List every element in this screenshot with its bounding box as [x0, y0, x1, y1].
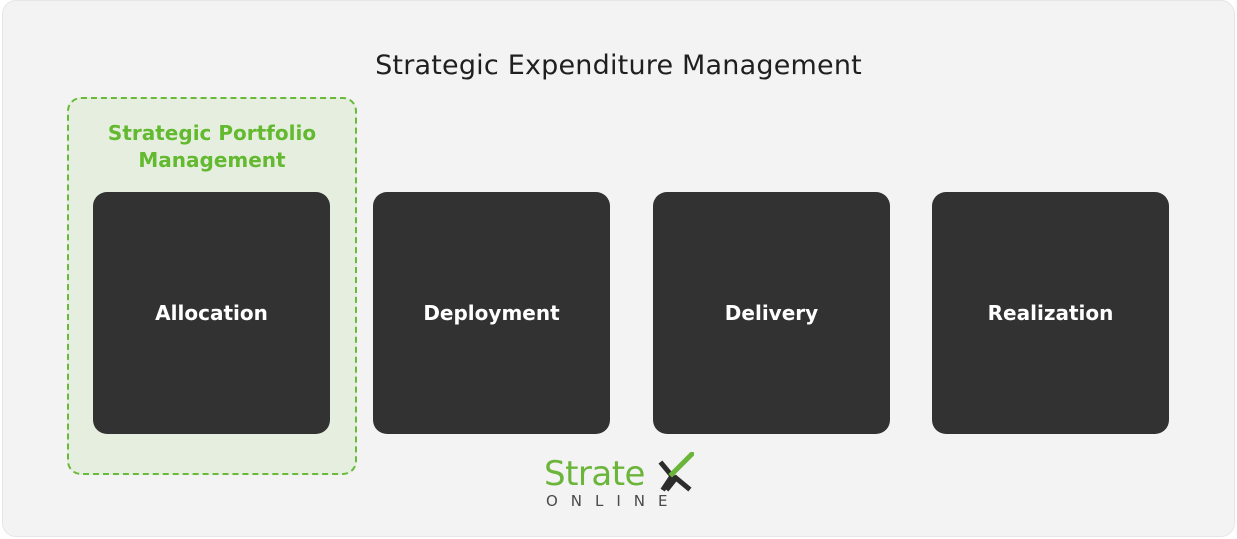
stage-label: Allocation	[155, 301, 268, 325]
diagram-title: Strategic Expenditure Management	[375, 50, 862, 81]
stage-realization: Realization	[932, 192, 1169, 434]
stage-label: Deployment	[423, 301, 560, 325]
group-title-line-1: Strategic Portfolio	[107, 121, 317, 145]
logo-wordmark: Strate	[544, 454, 645, 494]
group-title-line-2: Management	[138, 148, 286, 172]
stage-deployment: Deployment	[373, 192, 610, 434]
logo-check-x-icon	[658, 452, 694, 492]
stage-allocation: Allocation	[93, 192, 330, 434]
stage-label: Delivery	[724, 301, 819, 325]
logo-subtext: ONLINE	[546, 492, 681, 510]
stage-label: Realization	[987, 301, 1114, 325]
portfolio-group-title: Strategic Portfolio Management	[67, 120, 357, 174]
stage-delivery: Delivery	[653, 192, 890, 434]
stratex-online-logo: Strate ONLINE	[540, 452, 700, 514]
